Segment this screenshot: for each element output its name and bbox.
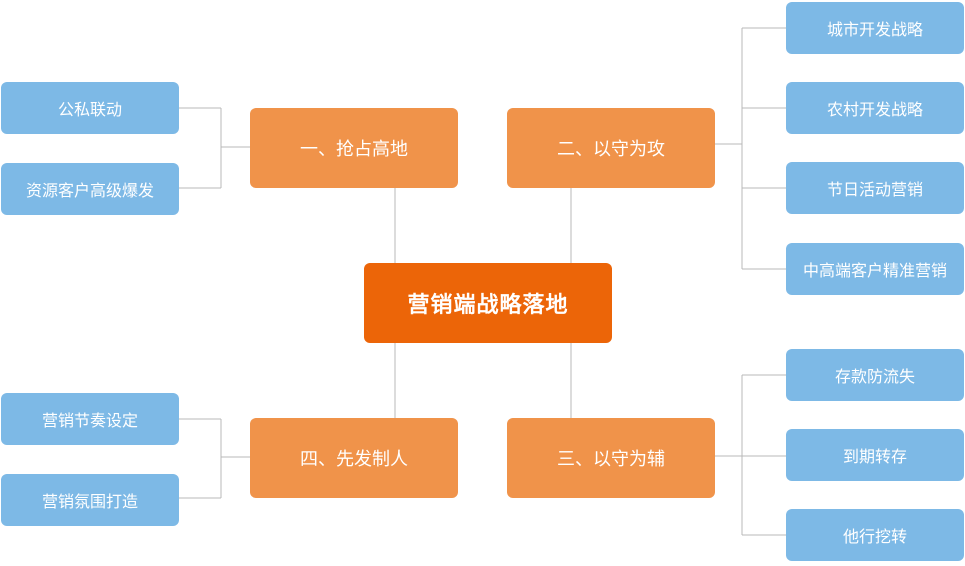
branch-node-2: 二、以守为攻	[507, 108, 715, 188]
leaf-node-4-1: 营销节奏设定	[1, 393, 179, 445]
leaf-node-3-2: 到期转存	[786, 429, 964, 481]
leaf-node-1-1: 公私联动	[1, 82, 179, 134]
leaf-node-2-1: 城市开发战略	[786, 2, 964, 54]
leaf-node-2-3: 节日活动营销	[786, 162, 964, 214]
leaf-node-3-1: 存款防流失	[786, 349, 964, 401]
branch-node-3: 三、以守为辅	[507, 418, 715, 498]
leaf-node-4-2: 营销氛围打造	[1, 474, 179, 526]
leaf-node-3-3: 他行挖转	[786, 509, 964, 561]
branch-node-1: 一、抢占高地	[250, 108, 458, 188]
branch-node-4: 四、先发制人	[250, 418, 458, 498]
leaf-node-2-2: 农村开发战略	[786, 82, 964, 134]
leaf-node-1-2: 资源客户高级爆发	[1, 163, 179, 215]
center-node: 营销端战略落地	[364, 263, 612, 343]
leaf-node-2-4: 中高端客户精准营销	[786, 243, 964, 295]
